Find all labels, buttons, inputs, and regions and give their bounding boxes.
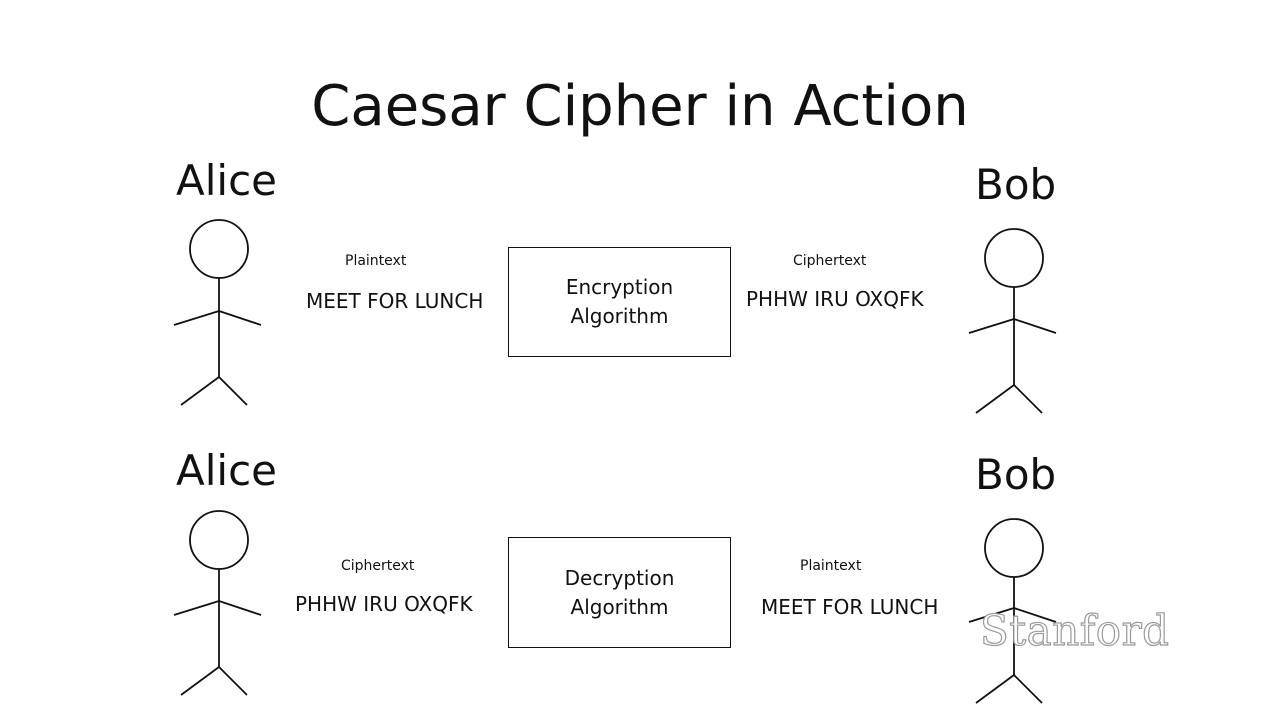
- box-line1-top: Encryption: [565, 275, 674, 299]
- right-caption-top: Ciphertext: [793, 253, 867, 269]
- slide-title: Caesar Cipher in Action: [311, 74, 969, 139]
- right-message-top: PHHW IRU OXQFK: [746, 287, 924, 311]
- right-message-bottom: MEET FOR LUNCH: [761, 595, 939, 619]
- box-line2-top: Algorithm: [570, 304, 669, 328]
- left-message-bottom: PHHW IRU OXQFK: [295, 592, 473, 616]
- alice-label-bottom: Alice: [176, 446, 278, 495]
- alice-label-top: Alice: [176, 156, 278, 205]
- encryption-algorithm-box: Encryption Algorithm: [508, 247, 731, 357]
- right-caption-bottom: Plaintext: [800, 558, 862, 574]
- stanford-watermark: Stanford: [979, 605, 1170, 655]
- left-caption-top: Plaintext: [345, 253, 407, 269]
- left-caption-bottom: Ciphertext: [341, 558, 415, 574]
- bob-label-bottom: Bob: [975, 450, 1057, 499]
- box-line2-bottom: Algorithm: [570, 594, 669, 619]
- left-message-top: MEET FOR LUNCH: [306, 289, 484, 313]
- decryption-algorithm-box: Decryption Algorithm: [508, 537, 731, 648]
- bob-label-top: Bob: [975, 160, 1057, 209]
- box-line1-bottom: Decryption: [564, 565, 675, 590]
